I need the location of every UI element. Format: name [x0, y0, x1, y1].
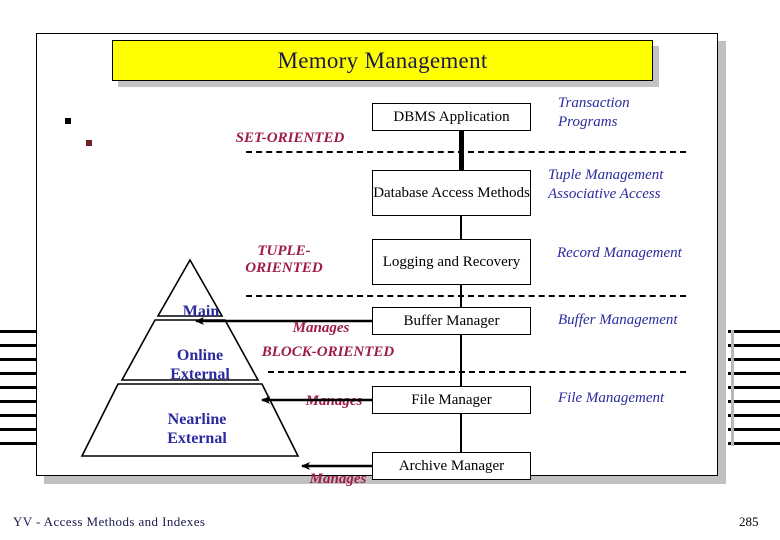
label-set-oriented: SET-ORIENTED	[235, 130, 345, 146]
label-tuple-management: Tuple Management Associative Access	[548, 167, 664, 202]
layer-separator-1	[246, 151, 686, 153]
box-archive-manager[interactable]: Archive Manager	[372, 452, 531, 480]
footer-text: YV - Access Methods and Indexes	[13, 514, 206, 529]
storage-hierarchy-pyramid	[80, 258, 300, 457]
right-edge-stripes	[728, 330, 780, 446]
layer-separator-3	[268, 371, 686, 373]
connector-line-4	[460, 335, 462, 386]
connector-line-5	[460, 414, 462, 452]
connector-line-2	[460, 216, 462, 239]
label-manages-1: Manages	[292, 320, 350, 336]
bullet-marker-1	[65, 118, 71, 124]
box-database-access-methods[interactable]: Database Access Methods	[372, 170, 531, 216]
label-transaction-programs: Transaction Programs	[558, 95, 630, 130]
label-file-management: File Management	[558, 390, 665, 406]
pyramid-label-main: Main	[182, 303, 220, 320]
label-block-oriented: BLOCK-ORIENTED	[261, 344, 395, 360]
label-buffer-management: Buffer Management	[558, 312, 678, 328]
layer-separator-2	[246, 295, 686, 297]
box-dbms-application[interactable]: DBMS Application	[372, 103, 531, 131]
label-manages-3: Manages	[309, 471, 367, 487]
right-edge-rule	[731, 330, 734, 446]
pyramid-label-online-external: Online External	[170, 347, 230, 384]
left-edge-stripes	[0, 330, 52, 446]
pyramid-level-nearline-external[interactable]	[80, 383, 300, 457]
label-tuple-oriented: TUPLE- ORIENTED	[245, 243, 323, 277]
label-record-management: Record Management	[557, 245, 682, 261]
page-title: Memory Management	[277, 47, 488, 73]
box-logging-and-recovery[interactable]: Logging and Recovery	[372, 239, 531, 285]
box-file-manager[interactable]: File Manager	[372, 386, 531, 414]
title-bar: Memory Management	[112, 40, 653, 81]
bullet-marker-2	[86, 140, 92, 146]
connector-line-3	[460, 285, 462, 307]
page-number: 285	[739, 514, 759, 529]
pyramid-level-main[interactable]	[156, 258, 224, 317]
connector-line-1	[459, 131, 464, 170]
box-buffer-manager[interactable]: Buffer Manager	[372, 307, 531, 335]
pyramid-label-nearline-external: Nearline External	[167, 411, 227, 448]
